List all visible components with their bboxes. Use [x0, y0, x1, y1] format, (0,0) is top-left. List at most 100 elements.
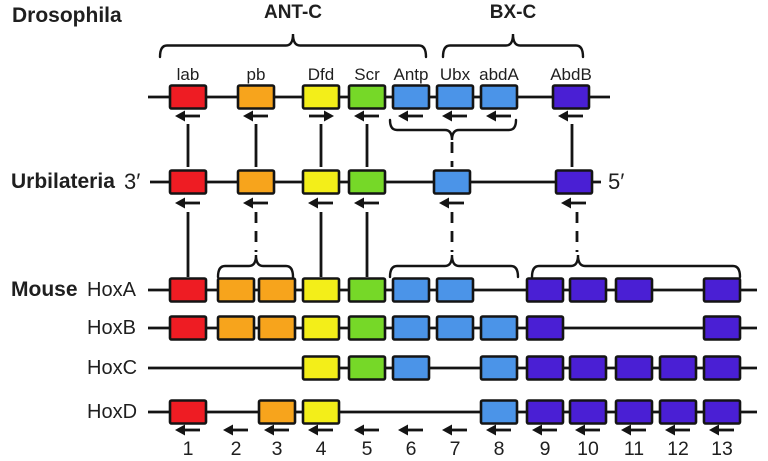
- urbilateria-gene-box-orange: [236, 169, 276, 195]
- paralog-arrow-9-head: [532, 424, 542, 436]
- gene-box-abda: [479, 84, 519, 110]
- gene-label-pb: pb: [247, 65, 266, 84]
- antp-ubx-abda-group-brace: [388, 118, 518, 141]
- paralog-number-8: 8: [494, 438, 505, 460]
- urbilateria-gene-arrow-red-head: [175, 197, 185, 209]
- hoxa-gene-box-5: [347, 277, 387, 303]
- gene-arrow-dfd-head: [324, 110, 334, 122]
- hoxb-gene-box-4: [301, 315, 341, 341]
- drosophila-label: Drosophila: [12, 4, 122, 27]
- gene-label-lab: lab: [177, 65, 200, 84]
- paralog-number-11: 11: [624, 438, 644, 460]
- gene-label-dfd: Dfd: [308, 65, 334, 84]
- hoxd-gene-box-11: [614, 399, 654, 425]
- hoxc-gene-box-13: [702, 355, 742, 381]
- gene-label-ubx: Ubx: [440, 65, 471, 84]
- gene-arrow-abdb-head: [558, 110, 568, 122]
- ant-c-label: ANT-C: [263, 2, 323, 23]
- hoxd-gene-box-9: [525, 399, 565, 425]
- hoxa-gene-box-10: [568, 277, 608, 303]
- urbilateria-gene-box-yellow: [301, 169, 341, 195]
- mouse-label: Mouse: [11, 278, 78, 301]
- hoxc-gene-box-4: [301, 355, 341, 381]
- paralog-number-5: 5: [362, 438, 373, 460]
- paralog-arrow-5-head: [354, 424, 364, 436]
- hoxb-gene-box-6: [391, 315, 431, 341]
- mouse-paralog-group-brace-2: [530, 254, 742, 279]
- paralog-arrow-8-head: [486, 424, 496, 436]
- hoxa-gene-box-13: [702, 277, 742, 303]
- paralog-number-2: 2: [231, 438, 242, 460]
- gene-box-lab: [168, 84, 208, 110]
- hoxa-gene-box-6: [391, 277, 431, 303]
- paralog-arrow-10-head: [575, 424, 585, 436]
- hoxb-gene-box-13: [702, 315, 742, 341]
- bx-c-brace: [441, 33, 585, 59]
- gene-box-ubx: [435, 84, 475, 110]
- hoxb-gene-box-2: [216, 315, 256, 341]
- hoxc-gene-box-9: [525, 355, 565, 381]
- paralog-number-7: 7: [450, 438, 461, 460]
- hoxa-gene-box-2: [216, 277, 256, 303]
- paralog-arrow-2-head: [223, 424, 233, 436]
- urbilateria-gene-arrow-blue-head: [439, 197, 449, 209]
- paralog-number-4: 4: [316, 438, 327, 460]
- paralog-arrow-13-head: [709, 424, 719, 436]
- hoxb-gene-box-5: [347, 315, 387, 341]
- bx-c-label: BX-C: [489, 2, 537, 23]
- hoxa-gene-box-4: [301, 277, 341, 303]
- urbilateria-label: Urbilateria: [11, 170, 115, 193]
- hoxc-gene-box-12: [658, 355, 698, 381]
- urbilateria-gene-box-red: [168, 169, 208, 195]
- hoxa-gene-box-7: [435, 277, 475, 303]
- hoxc-gene-box-5: [347, 355, 387, 381]
- paralog-arrow-6-head: [398, 424, 408, 436]
- hoxc-gene-box-6: [391, 355, 431, 381]
- hoxc-gene-box-10: [568, 355, 608, 381]
- hoxb-gene-box-9: [525, 315, 565, 341]
- cluster-label-hoxa: HoxA: [87, 279, 136, 301]
- gene-box-abdb: [551, 84, 591, 110]
- urbilateria-gene-arrow-purple-head: [561, 197, 571, 209]
- hoxd-gene-box-8: [479, 399, 519, 425]
- paralog-number-13: 13: [711, 438, 733, 460]
- gene-arrow-lab-head: [175, 110, 185, 122]
- cluster-label-hoxd: HoxD: [87, 401, 138, 423]
- hoxd-gene-box-10: [568, 399, 608, 425]
- gene-label-abda: abdA: [479, 65, 519, 84]
- hoxd-gene-box-13: [702, 399, 742, 425]
- gene-box-dfd: [301, 84, 341, 110]
- cluster-label-hoxb: HoxB: [87, 317, 136, 339]
- urbilateria-gene-box-green: [347, 169, 387, 195]
- hoxd-gene-box-1: [168, 399, 208, 425]
- paralog-arrow-4-head: [308, 424, 318, 436]
- urbilateria-gene-arrow-green-head: [354, 197, 364, 209]
- paralog-arrow-12-head: [665, 424, 675, 436]
- three-prime-label: 3′: [124, 169, 141, 194]
- gene-label-scr: Scr: [354, 65, 380, 84]
- hoxd-gene-box-12: [658, 399, 698, 425]
- gene-box-scr: [347, 84, 387, 110]
- ant-c-brace: [158, 33, 428, 59]
- urbilateria-gene-box-purple: [554, 169, 594, 195]
- hoxb-gene-box-7: [435, 315, 475, 341]
- cluster-label-hoxc: HoxC: [87, 357, 138, 379]
- paralog-arrow-7-head: [442, 424, 452, 436]
- paralog-arrow-3-head: [264, 424, 274, 436]
- hoxa-gene-box-11: [614, 277, 654, 303]
- hoxb-gene-box-8: [479, 315, 519, 341]
- paralog-number-10: 10: [577, 438, 599, 460]
- hoxa-gene-box-3: [257, 277, 297, 303]
- urbilateria-gene-arrow-yellow-head: [308, 197, 318, 209]
- paralog-arrow-1-head: [175, 424, 185, 436]
- five-prime-label: 5′: [608, 169, 625, 194]
- hoxc-gene-box-8: [479, 355, 519, 381]
- gene-label-abdb: AbdB: [550, 65, 592, 84]
- hoxd-gene-box-3: [257, 399, 297, 425]
- gene-arrow-scr-head: [354, 110, 364, 122]
- gene-arrow-antp-head: [398, 110, 408, 122]
- hoxc-gene-box-11: [614, 355, 654, 381]
- gene-arrow-pb-head: [243, 110, 253, 122]
